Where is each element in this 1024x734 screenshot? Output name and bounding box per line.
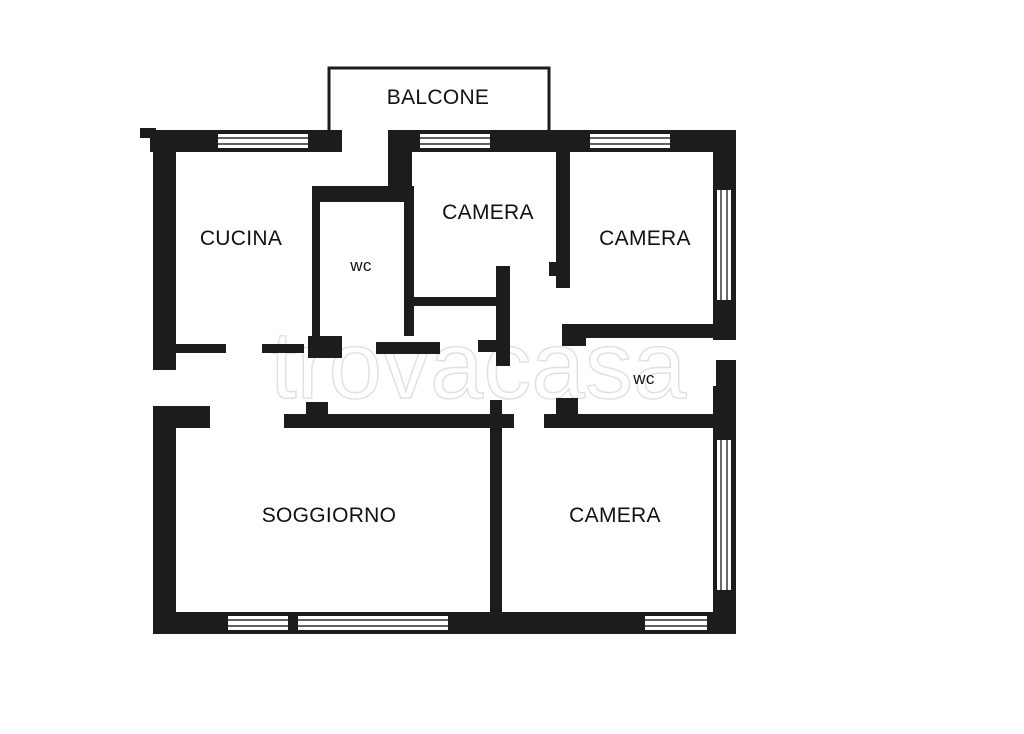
room-label-wc-1: wc	[349, 256, 372, 275]
balcony-outline	[327, 66, 551, 130]
room-label-camera-1: CAMERA	[442, 201, 534, 224]
room-labels: BALCONE CUCINA wc CAMERA CAMERA wc SOGGI…	[200, 86, 691, 527]
windows	[218, 134, 731, 630]
room-label-soggiorno: SOGGIORNO	[262, 504, 397, 527]
room-label-balcone: BALCONE	[387, 86, 489, 109]
room-label-cucina: CUCINA	[200, 227, 282, 250]
room-label-camera-2: CAMERA	[599, 227, 691, 250]
room-label-wc-2: wc	[632, 369, 655, 388]
interior-walls	[176, 130, 736, 616]
room-label-camera-3: CAMERA	[569, 504, 661, 527]
